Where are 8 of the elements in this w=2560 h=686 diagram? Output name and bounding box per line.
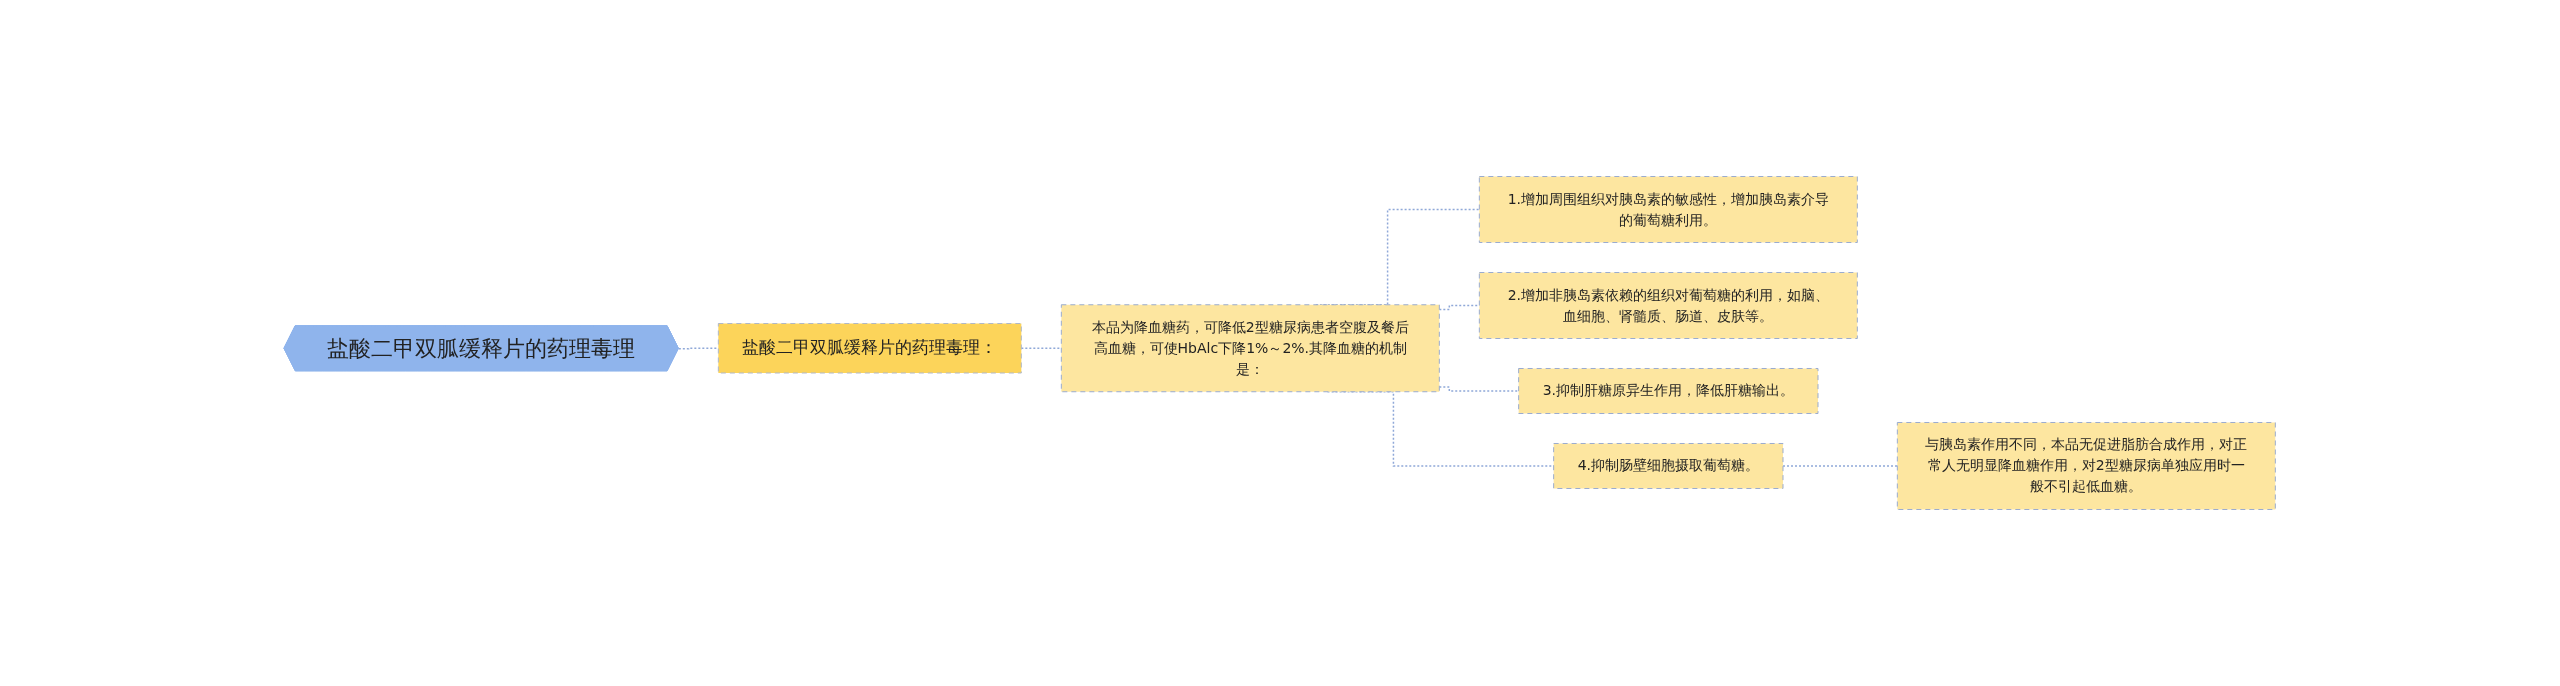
node-box: 4.抑制肠壁细胞摄取葡萄糖。 [1553, 443, 1784, 489]
node-box: 3.抑制肝糖原异生作用，降低肝糖输出。 [1518, 368, 1819, 414]
connector [1438, 386, 1520, 392]
node-box: 2.增加非胰岛素依赖的组织对葡萄糖的利用，如脑、血细胞、肾髓质、肠道、皮肤等。 [1479, 272, 1859, 339]
node-box: 1.增加周围组织对胰岛素的敏感性，增加胰岛素介导的葡萄糖利用。 [1479, 176, 1859, 243]
node-box: 本品为降血糖药，可降低2型糖尿病患者空腹及餐后高血糖，可使HbAlc下降1%～2%.其降血糖的机制是： [1061, 304, 1441, 393]
node-box: 与胰岛素作用不同，本品无促进脂肪合成作用，对正常人无明显降血糖作用，对2型糖尿病单独应用时一般不引起低血糖。 [1897, 422, 2277, 510]
node-box: 盐酸二甲双胍缓释片的药理毒理： [718, 323, 1023, 374]
